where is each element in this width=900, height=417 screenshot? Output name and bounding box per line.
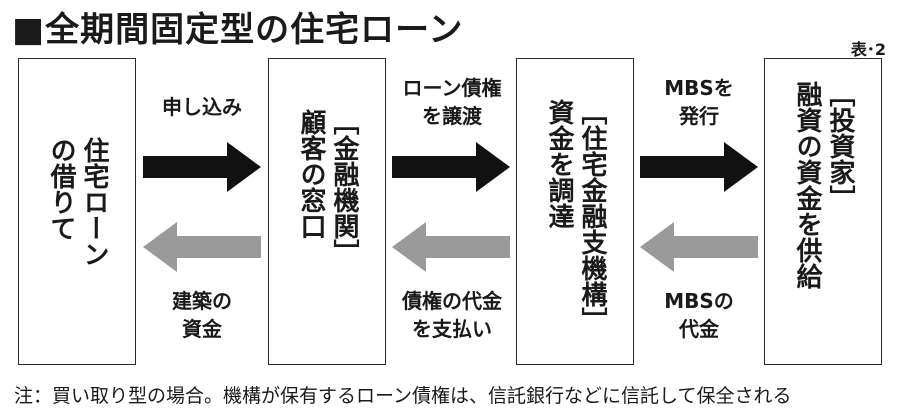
box-investors-text: ［投資家］ 融資の資金を供給: [792, 81, 855, 289]
box-housing-finance-agency-text: ［住宅金融支機構］ 資金を調達: [544, 99, 607, 333]
label-apply: 申し込み: [162, 95, 242, 119]
label-transfer-claims: ローン債権 を譲渡: [402, 76, 502, 128]
box-borrower-text: 住宅ローン の借りて: [46, 137, 109, 267]
figure-label: 表･2: [850, 40, 886, 59]
arrow-construction-funds: [143, 222, 261, 272]
footnote: 注：買い取り型の場合。機構が保有するローン債権は、信託銀行などに信託して保全され…: [14, 385, 792, 407]
arrow-apply: [143, 142, 261, 192]
box-investors: ［投資家］ 融資の資金を供給: [764, 58, 882, 365]
label-pay-claim-price: 債権の代金 を支払い: [402, 289, 502, 341]
box-financial-institution-text: ［金融機関］ 顧客の窓口: [296, 109, 359, 265]
label-mbs-price: MBSの 代金: [664, 289, 734, 341]
arrow-pay-claim-price: [392, 222, 510, 272]
arrow-transfer-claims: [392, 142, 510, 192]
label-issue-mbs: MBSを 発行: [664, 76, 734, 128]
box-borrower: 住宅ローン の借りて: [18, 58, 136, 365]
arrow-mbs-price: [640, 222, 758, 272]
diagram-title: ■全期間固定型の住宅ローン: [12, 10, 464, 50]
arrow-issue-mbs: [640, 142, 758, 192]
box-financial-institution: ［金融機関］ 顧客の窓口: [268, 58, 386, 365]
box-housing-finance-agency: ［住宅金融支機構］ 資金を調達: [516, 58, 634, 365]
label-construction-funds: 建築の 資金: [172, 289, 232, 341]
